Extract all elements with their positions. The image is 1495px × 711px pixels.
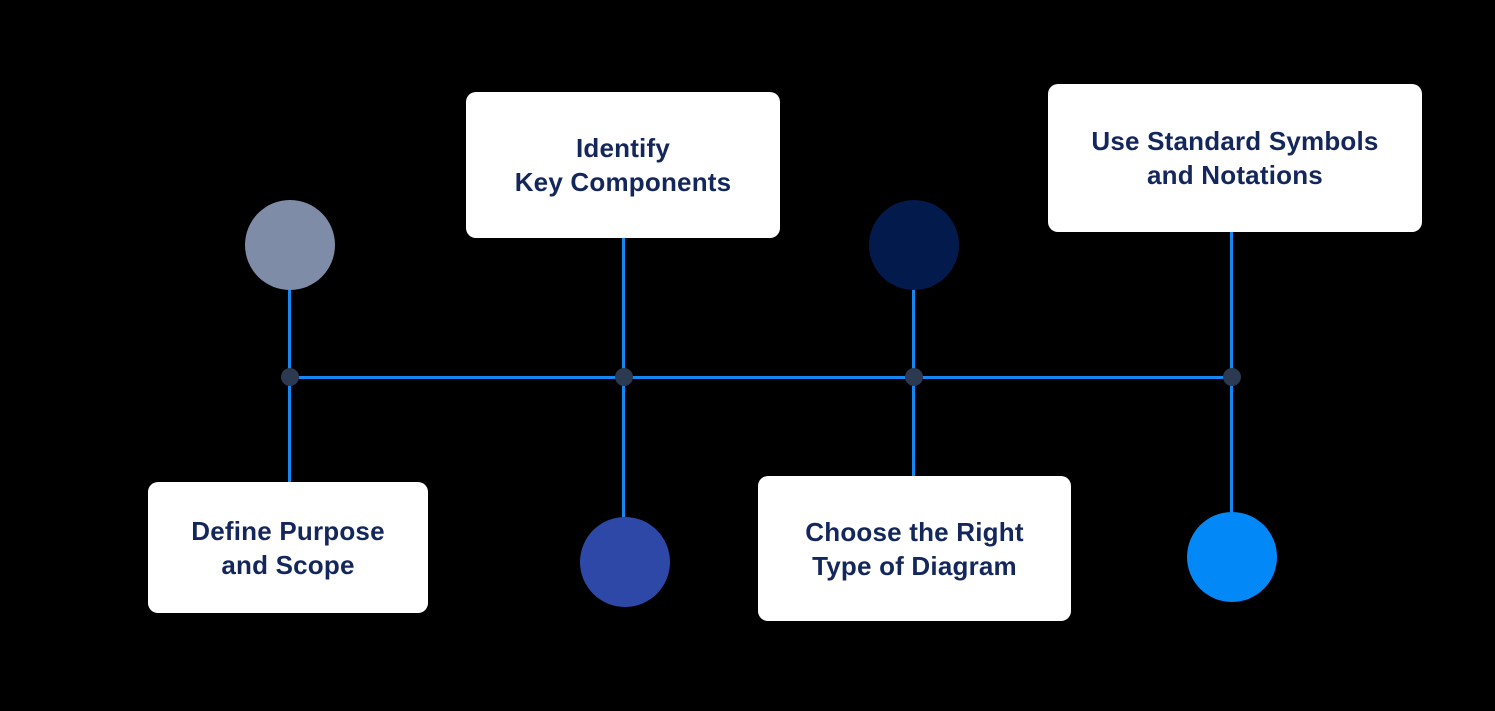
milestone-circle-node-3: [869, 200, 959, 290]
step-label-node-3: Choose the Right Type of Diagram: [805, 516, 1024, 581]
junction-dot-node-1: [281, 368, 299, 386]
connector-line-node-1: [288, 290, 291, 482]
junction-dot-node-4: [1223, 368, 1241, 386]
junction-dot-node-3: [905, 368, 923, 386]
step-label-node-1: Define Purpose and Scope: [191, 515, 385, 580]
step-card-node-1: Define Purpose and Scope: [148, 482, 428, 613]
timeline-axis-line: [290, 376, 1233, 379]
step-card-node-3: Choose the Right Type of Diagram: [758, 476, 1071, 621]
step-label-node-4: Use Standard Symbols and Notations: [1091, 126, 1379, 190]
step-card-node-4: Use Standard Symbols and Notations: [1048, 84, 1422, 232]
step-card-node-2: Identify Key Components: [466, 92, 780, 238]
step-label-node-2: Identify Key Components: [514, 133, 732, 197]
junction-dot-node-2: [615, 368, 633, 386]
milestone-circle-node-4: [1187, 512, 1277, 602]
milestone-circle-node-2: [580, 517, 670, 607]
milestone-circle-node-1: [245, 200, 335, 290]
